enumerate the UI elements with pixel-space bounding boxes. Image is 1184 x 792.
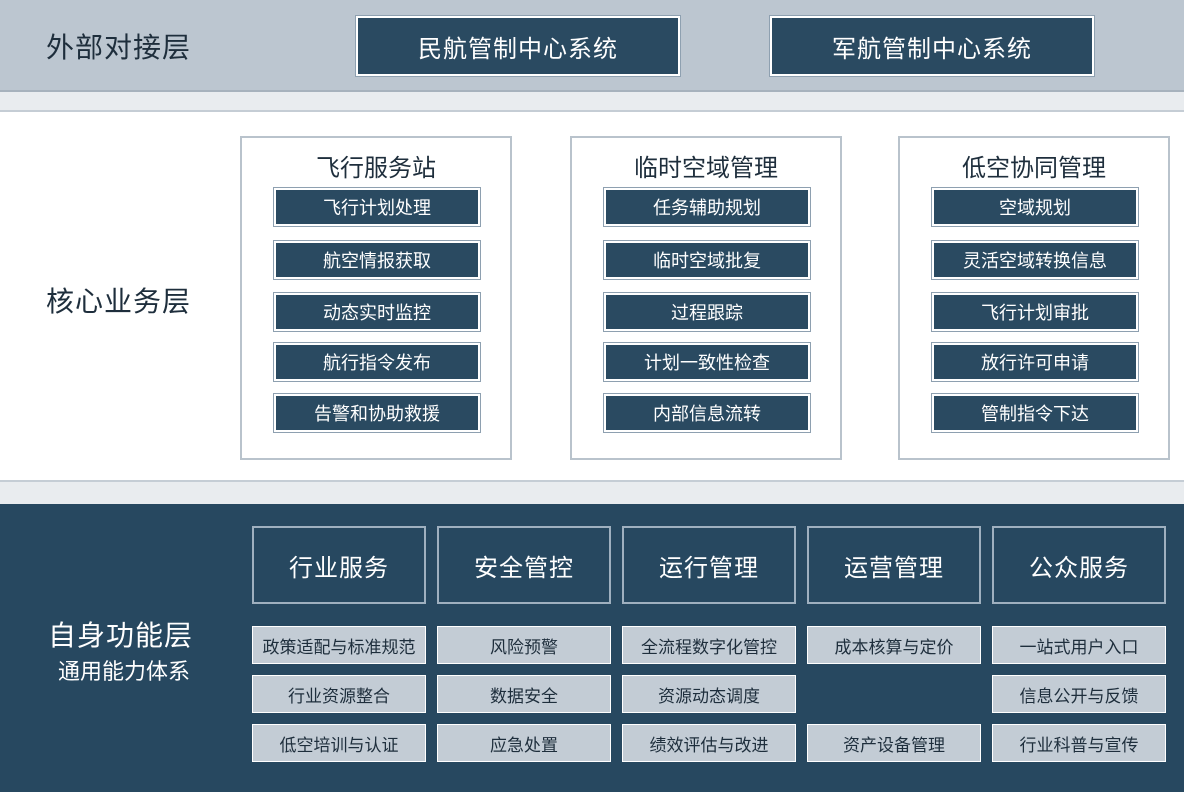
temporary-airspace-management-group: 临时空域管理 任务辅助规划 临时空域批复 过程跟踪 计划一致性检查 内部信息流转 [570,136,842,460]
self-item: 行业资源整合 [252,675,426,713]
self-column-header: 运行管理 [622,526,796,604]
self-column-header: 行业服务 [252,526,426,604]
core-item: 内部信息流转 [603,393,811,433]
self-item: 一站式用户入口 [992,626,1166,664]
external-layer: 外部对接层 民航管制中心系统 军航管制中心系统 [0,0,1184,92]
core-item: 空域规划 [931,187,1139,227]
core-item: 放行许可申请 [931,342,1139,382]
core-business-layer: 核心业务层 飞行服务站 飞行计划处理 航空情报获取 动态实时监控 航行指令发布 … [0,110,1184,482]
low-altitude-coordination-group: 低空协同管理 空域规划 灵活空域转换信息 飞行计划审批 放行许可申请 管制指令下… [898,136,1170,460]
core-item: 动态实时监控 [273,292,481,332]
core-item: 计划一致性检查 [603,342,811,382]
self-layer-subtitle: 通用能力体系 [58,660,191,685]
self-column-header: 公众服务 [992,526,1166,604]
core-item: 飞行计划处理 [273,187,481,227]
self-item: 数据安全 [437,675,611,713]
core-group-title: 临时空域管理 [634,154,778,182]
self-item: 全流程数字化管控 [622,626,796,664]
self-item: 资源动态调度 [622,675,796,713]
self-item: 资产设备管理 [807,724,981,762]
external-layer-title: 外部对接层 [46,31,192,64]
core-item: 航空情报获取 [273,240,481,280]
core-item: 航行指令发布 [273,342,481,382]
self-item: 行业科普与宣传 [992,724,1166,762]
self-layer-title: 自身功能层 [48,619,194,652]
self-column-header: 运营管理 [807,526,981,604]
self-item: 信息公开与反馈 [992,675,1166,713]
core-item: 临时空域批复 [603,240,811,280]
civil-aviation-control-system-box: 民航管制中心系统 [355,15,681,77]
self-function-layer: 自身功能层 通用能力体系 行业服务 政策适配与标准规范 行业资源整合 低空培训与… [0,504,1184,792]
core-group-title: 飞行服务站 [316,154,436,182]
core-group-title: 低空协同管理 [962,154,1106,182]
self-item: 政策适配与标准规范 [252,626,426,664]
self-item: 应急处置 [437,724,611,762]
core-item: 飞行计划审批 [931,292,1139,332]
core-item: 灵活空域转换信息 [931,240,1139,280]
core-item: 过程跟踪 [603,292,811,332]
core-item: 管制指令下达 [931,393,1139,433]
military-aviation-control-system-box: 军航管制中心系统 [769,15,1095,77]
self-item: 低空培训与认证 [252,724,426,762]
flight-service-station-group: 飞行服务站 飞行计划处理 航空情报获取 动态实时监控 航行指令发布 告警和协助救… [240,136,512,460]
self-item: 绩效评估与改进 [622,724,796,762]
self-item: 成本核算与定价 [807,626,981,664]
core-item: 任务辅助规划 [603,187,811,227]
core-layer-title: 核心业务层 [46,285,192,318]
core-item: 告警和协助救援 [273,393,481,433]
self-column-header: 安全管控 [437,526,611,604]
self-item: 风险预警 [437,626,611,664]
